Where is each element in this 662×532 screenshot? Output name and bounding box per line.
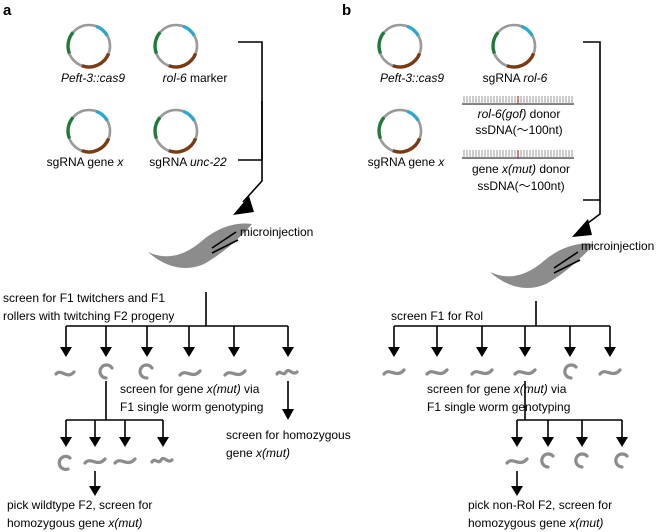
ssdna-donor-rol6-icon (462, 96, 574, 105)
injection-path-b (583, 200, 601, 227)
f2-arrows-b (511, 420, 628, 447)
f1-arrows-b (388, 326, 616, 357)
cas9-plasmid-label-b: Peft-3::cas9 (380, 71, 444, 85)
ssdna-donor-gene-x-icon (462, 150, 574, 159)
sgrna-rol6-label: sgRNA rol-6 (483, 71, 548, 85)
homozygous-arrowhead-a (282, 409, 294, 420)
homozygous-text-line2: gene x(mut) (226, 446, 290, 460)
sgrna-gene-x-plasmid-icon (66, 108, 112, 154)
donor1-line2: ssDNA(～100nt) (475, 123, 562, 137)
pick-arrowhead-a (89, 486, 101, 496)
genotype-text-a-line1: screen for gene x(mut) via (120, 382, 260, 396)
f1-worms-b (382, 363, 622, 380)
sgrna-gene-x-plasmid-icon-b (377, 108, 423, 154)
injection-path (242, 101, 263, 203)
panel-a-letter: a (3, 2, 12, 19)
donor1-line1: rol-6(gof) donor (478, 107, 561, 121)
f1-worms-a (54, 363, 299, 380)
genotype-text-b-line2: F1 single worm genotyping (427, 400, 570, 414)
cas9-plasmid-icon-b (377, 23, 423, 69)
pick-text-b-line1: pick non-Rol F2, screen for (468, 498, 612, 512)
worm-body (148, 223, 252, 268)
plasmid-bracket (238, 41, 263, 161)
pick-arrowhead-b (511, 486, 523, 496)
genotype-text-a-line2: F1 single worm genotyping (120, 400, 263, 414)
screen-text-a-line2: rollers with twitching F2 progeny (3, 309, 174, 323)
donor2-line2: ssDNA(～100nt) (477, 179, 564, 193)
genotype-text-b-line1: screen for gene x(mut) via (427, 382, 567, 396)
rol6-marker-label: rol-6 marker (163, 71, 228, 85)
f1-tree-a (66, 292, 288, 327)
sgrna-gene-x-label-b: sgRNA gene x (368, 155, 446, 169)
sgrna-rol6-plasmid-icon (491, 23, 537, 69)
f2-worms-b (505, 452, 629, 469)
f1-tree-b (394, 301, 610, 327)
screen-text-b: screen F1 for Rol (391, 309, 483, 323)
rol6-marker-plasmid-icon (153, 23, 199, 69)
microinjection-label-b: microinjection (581, 239, 654, 253)
microinjection-label-a: microinjection (240, 225, 313, 239)
f2-arrows-a (60, 420, 169, 447)
plasmid-bracket-b (583, 41, 601, 201)
homozygous-text-line1: screen for homozygous (226, 428, 351, 442)
pick-text-a-line2: homozygous gene x(mut) (7, 516, 142, 530)
injection-needle (211, 231, 239, 254)
f1-arrows-a (60, 326, 294, 357)
f2-tree-b (517, 381, 622, 421)
cas9-plasmid-icon (66, 23, 112, 69)
f2-worms-a (57, 454, 174, 471)
injection-arrowhead (233, 196, 254, 215)
sgrna-unc22-label: sgRNA unc-22 (149, 155, 227, 169)
pick-text-b-line2: homozygous gene x(mut) (468, 516, 603, 530)
pick-text-a-line1: pick wildtype F2, screen for (7, 498, 152, 512)
screen-text-a-line1: screen for F1 twitchers and F1 (3, 291, 165, 305)
donor2-line1: gene x(mut) donor (472, 162, 570, 176)
injection-arrowhead-b (572, 219, 592, 237)
cas9-plasmid-label: Peft-3::cas9 (61, 71, 125, 85)
f2-tree-a (66, 381, 163, 421)
sgrna-gene-x-label: sgRNA gene x (47, 155, 125, 169)
sgrna-unc22-plasmid-icon (153, 108, 199, 154)
injection-needle-b (553, 251, 581, 274)
panel-b-letter: b (342, 2, 351, 19)
worm-body-b (490, 243, 594, 288)
